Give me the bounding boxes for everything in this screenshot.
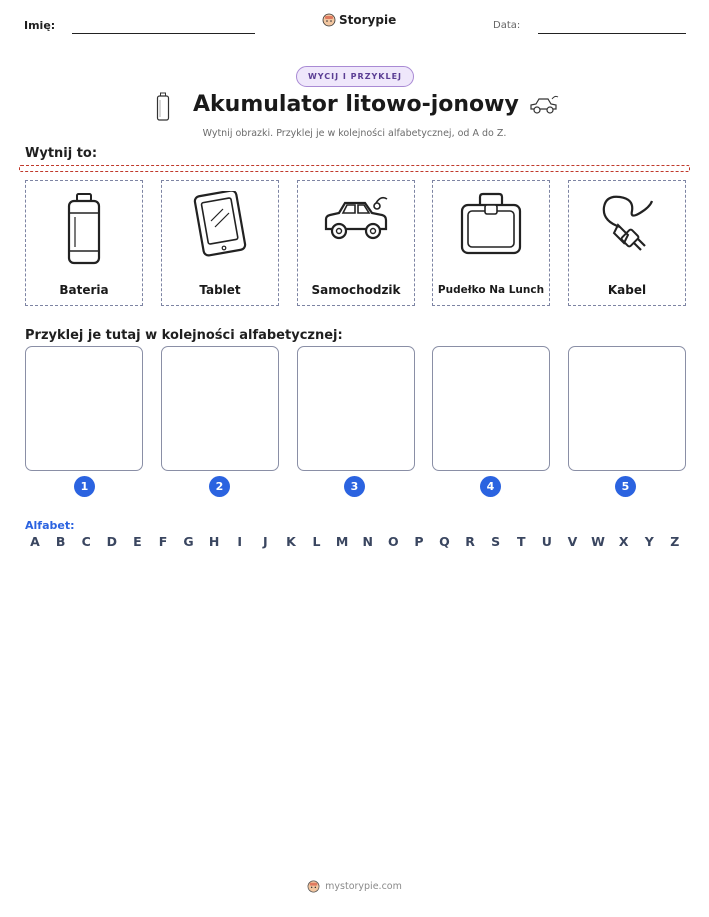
alphabet-letter: Z bbox=[670, 534, 680, 549]
alphabet-letter: J bbox=[263, 534, 268, 549]
slot-number-badge: 4 bbox=[480, 476, 501, 497]
battery-icon bbox=[156, 92, 170, 121]
date-write-line bbox=[538, 33, 686, 34]
tablet-icon bbox=[193, 191, 247, 257]
alphabet-letter: F bbox=[158, 534, 168, 549]
card-label: Samochodzik bbox=[311, 283, 401, 297]
cut-line bbox=[19, 165, 690, 172]
slot-number-badge: 1 bbox=[74, 476, 95, 497]
instructions: Wytnij obrazki. Przyklej je w kolejności… bbox=[202, 128, 507, 139]
storypie-mascot-icon bbox=[322, 13, 336, 27]
alphabet-letter: O bbox=[387, 534, 399, 549]
paste-slot-1[interactable] bbox=[25, 346, 143, 471]
alphabet-letter: I bbox=[237, 534, 243, 549]
name-write-line bbox=[72, 33, 255, 34]
activity-type-badge: WYCIJ I PRZYKLEJ bbox=[296, 66, 414, 87]
alphabet-letter: U bbox=[541, 534, 552, 549]
alphabet-letter: K bbox=[286, 534, 296, 549]
brand-name: Storypie bbox=[339, 13, 397, 27]
alphabet-letter: S bbox=[491, 534, 501, 549]
name-label: Imię: bbox=[24, 19, 56, 32]
alphabet-letter: A bbox=[30, 534, 40, 549]
paste-slot-2[interactable] bbox=[161, 346, 279, 471]
battery-icon bbox=[67, 193, 101, 265]
alphabet-letter: L bbox=[312, 534, 321, 549]
alphabet-letter: Q bbox=[439, 534, 450, 549]
slot-number-badge: 3 bbox=[344, 476, 365, 497]
paste-slot-5[interactable] bbox=[568, 346, 686, 471]
storypie-mascot-icon bbox=[307, 880, 320, 893]
alphabet-letter: D bbox=[106, 534, 117, 549]
card-label: Pudełko Na Lunch bbox=[437, 284, 545, 296]
cut-card-lunchbox[interactable]: Pudełko Na Lunch bbox=[432, 180, 550, 306]
alphabet-letter: W bbox=[591, 534, 605, 549]
page-title: Akumulator litowo-jonowy bbox=[193, 92, 519, 117]
slot-number-badge: 2 bbox=[209, 476, 230, 497]
cut-card-tablet[interactable]: Tablet bbox=[161, 180, 279, 306]
card-label: Tablet bbox=[199, 283, 241, 297]
alphabet-letter: T bbox=[517, 534, 526, 549]
cut-section-label: Wytnij to: bbox=[25, 146, 98, 161]
card-label: Bateria bbox=[59, 283, 109, 297]
slot-number-badge: 5 bbox=[615, 476, 636, 497]
alphabet-letter: R bbox=[465, 534, 475, 549]
alphabet-letter: P bbox=[414, 534, 424, 549]
toy-car-icon bbox=[324, 196, 388, 240]
date-label: Data: bbox=[493, 20, 521, 31]
cut-card-battery[interactable]: Bateria bbox=[25, 180, 143, 306]
toy-car-icon bbox=[530, 95, 559, 114]
cable-plug-icon bbox=[602, 195, 654, 251]
alphabet-letter: M bbox=[335, 534, 349, 549]
alphabet-label: Alfabet: bbox=[25, 519, 75, 532]
alphabet-letter: X bbox=[618, 534, 629, 549]
alphabet-letter: Y bbox=[644, 534, 654, 549]
paste-slot-3[interactable] bbox=[297, 346, 415, 471]
lunchbox-icon bbox=[460, 192, 522, 255]
cut-card-cable[interactable]: Kabel bbox=[568, 180, 686, 306]
cut-card-toy-car[interactable]: Samochodzik bbox=[297, 180, 415, 306]
alphabet-letter: V bbox=[567, 534, 578, 549]
alphabet-letter: G bbox=[183, 534, 194, 549]
alphabet-letter: C bbox=[81, 534, 91, 549]
alphabet-letter: N bbox=[362, 534, 373, 549]
alphabet-letter: E bbox=[133, 534, 142, 549]
paste-slot-4[interactable] bbox=[432, 346, 550, 471]
alphabet-letter: H bbox=[208, 534, 220, 549]
footer: mystorypie.com bbox=[0, 880, 709, 893]
card-label: Kabel bbox=[607, 283, 647, 297]
footer-url: mystorypie.com bbox=[325, 881, 402, 892]
paste-section-label: Przyklej je tutaj w kolejności alfabetyc… bbox=[25, 328, 343, 343]
alphabet-letter: B bbox=[55, 534, 66, 549]
brand-logo: Storypie bbox=[322, 13, 396, 27]
